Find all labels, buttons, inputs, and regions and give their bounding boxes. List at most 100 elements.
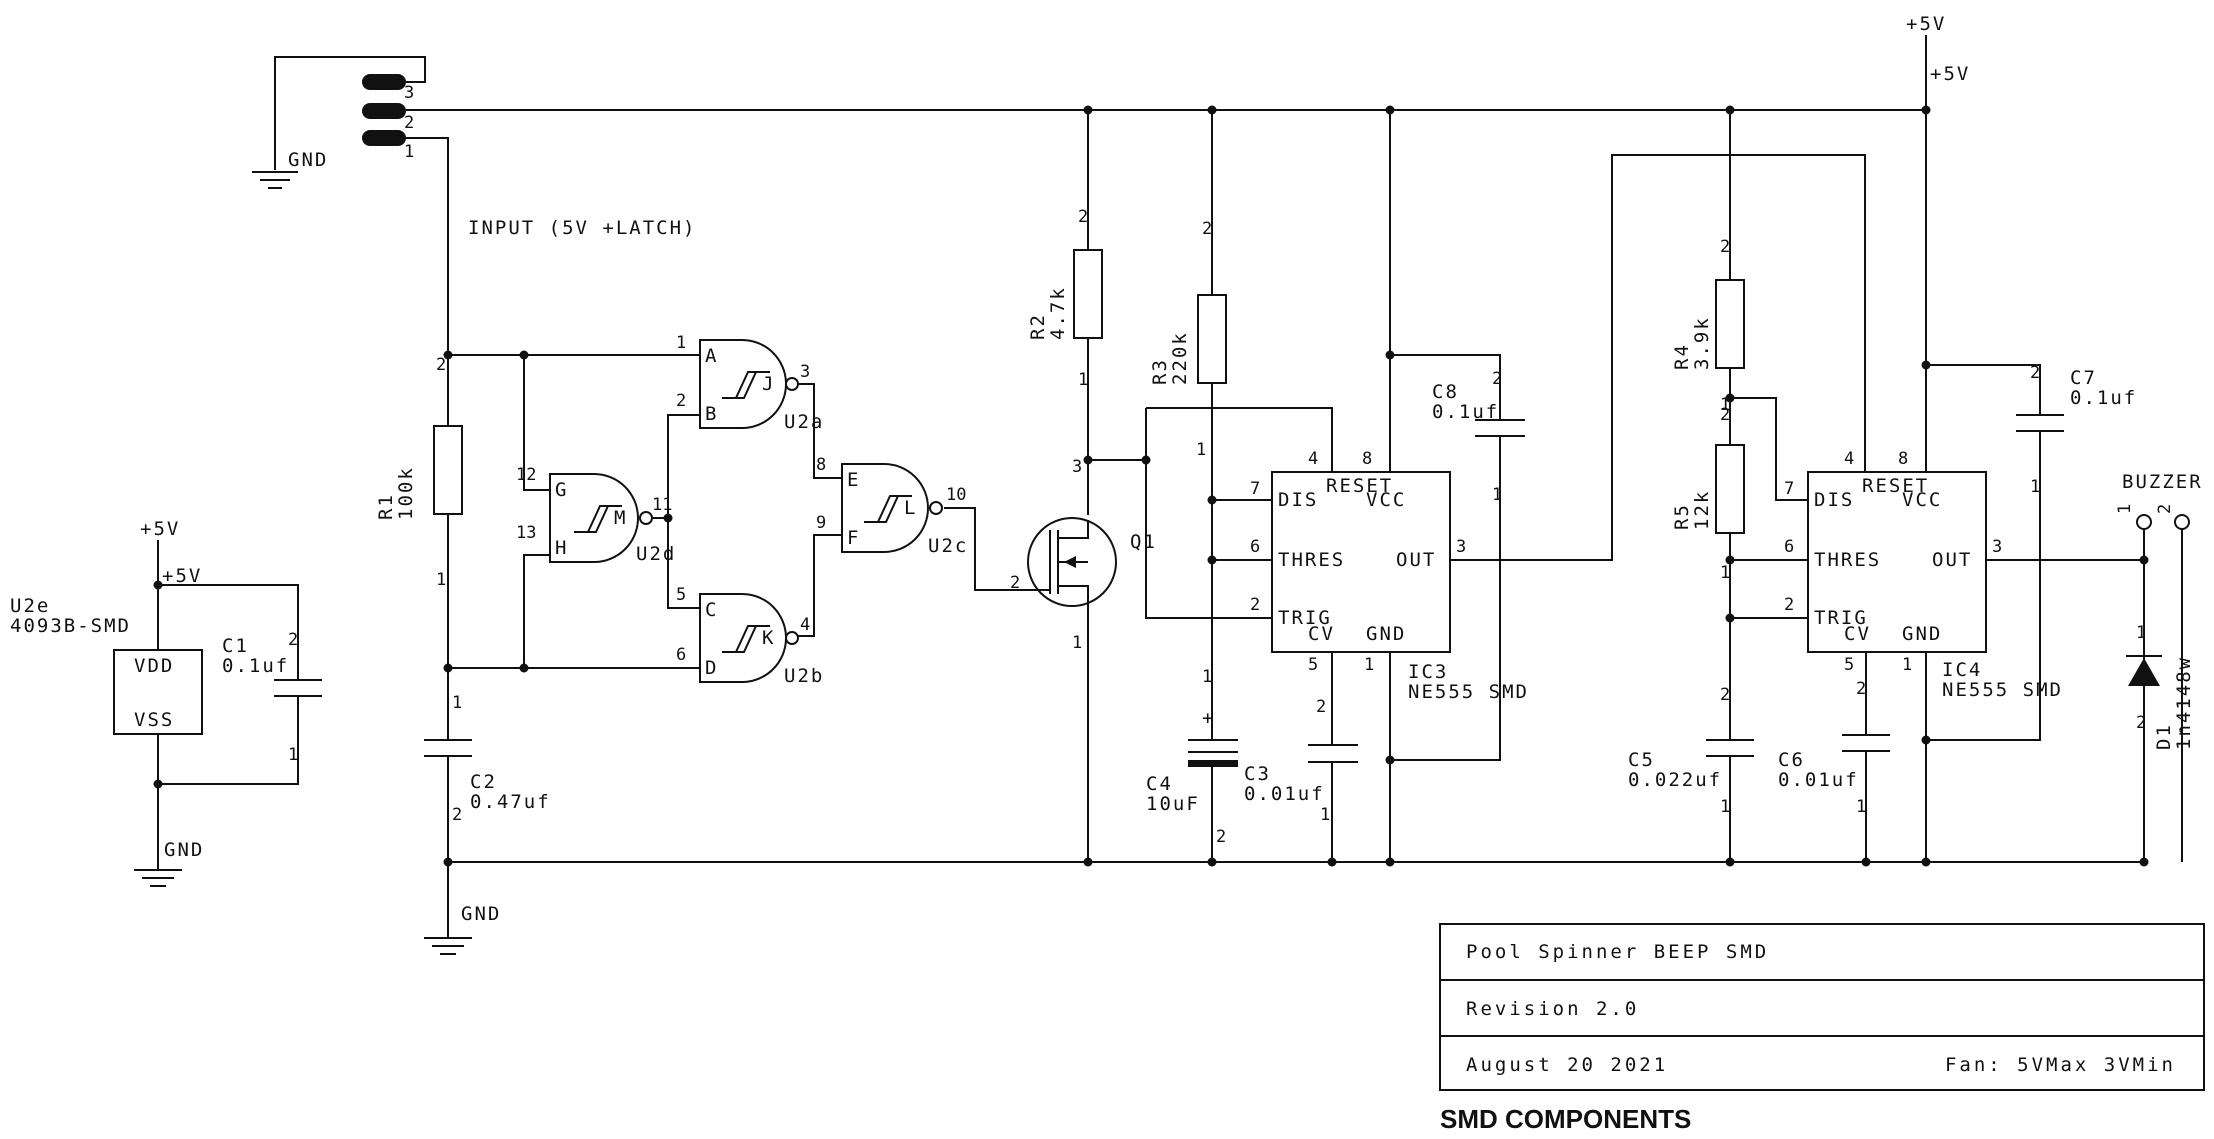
svg-text:6: 6: [1250, 537, 1260, 557]
ic4-vcc: VCC: [1902, 489, 1942, 511]
connector-pin-1: 1: [404, 142, 414, 162]
r1-resistor: [433, 425, 463, 515]
ic4-thres: THRES: [1814, 549, 1881, 571]
svg-text:2: 2: [1720, 237, 1730, 257]
c7-capacitor: [2016, 414, 2064, 432]
ic4-reset: RESET: [1862, 475, 1929, 497]
svg-text:7: 7: [1784, 479, 1794, 499]
svg-text:5: 5: [1844, 655, 1854, 675]
svg-text:1: 1: [1320, 805, 1330, 825]
ic3-out: OUT: [1396, 549, 1436, 571]
c6-value: 0.01uf: [1778, 769, 1859, 791]
svg-text:4: 4: [1308, 449, 1318, 469]
svg-text:2: 2: [676, 391, 686, 411]
ic4-trig: TRIG: [1814, 607, 1868, 629]
svg-text:2: 2: [1010, 573, 1020, 593]
svg-text:4: 4: [800, 615, 810, 635]
r2-ref: R2: [1027, 313, 1049, 340]
ic4-gnd: GND: [1902, 623, 1942, 645]
svg-text:2: 2: [2030, 363, 2040, 383]
ic4-out: OUT: [1932, 549, 1972, 571]
u2e-vss: VSS: [134, 709, 174, 731]
ic3-cv: CV: [1308, 623, 1335, 645]
svg-text:2: 2: [1856, 679, 1866, 699]
gate-u2c: E F L U2c: [841, 463, 966, 557]
svg-text:1: 1: [2136, 623, 2146, 643]
c5-value: 0.022uf: [1628, 769, 1722, 791]
svg-text:2: 2: [452, 805, 462, 825]
d1-diode: [2126, 655, 2162, 686]
c4-capacitor: [1188, 739, 1238, 753]
u2e-ref: U2e: [10, 595, 50, 617]
smd-components-note: SMD COMPONENTS: [1440, 1104, 1691, 1134]
svg-text:7: 7: [1250, 479, 1260, 499]
c7-value: 0.1uf: [2070, 387, 2137, 409]
title-block-date: August 20 2021: [1466, 1054, 1668, 1076]
svg-text:10: 10: [946, 485, 966, 505]
title-block-title: Pool Spinner BEEP SMD: [1466, 941, 1769, 963]
svg-text:5: 5: [1308, 655, 1318, 675]
svg-text:2: 2: [1078, 207, 1088, 227]
junction-dots: [153, 105, 2149, 867]
svg-text:13: 13: [516, 523, 536, 543]
r5-resistor: [1715, 444, 1745, 534]
input-label: INPUT (5V +LATCH): [468, 217, 696, 239]
svg-text:8: 8: [816, 455, 826, 475]
svg-text:2: 2: [1216, 827, 1226, 847]
svg-text:2: 2: [1492, 369, 1502, 389]
c7-ref: C7: [2070, 367, 2097, 389]
svg-text:1: 1: [676, 333, 686, 353]
r1-ref: R1: [375, 493, 397, 520]
svg-text:2: 2: [436, 355, 446, 375]
main-ground-symbol: [424, 937, 472, 955]
ic3-vcc: VCC: [1366, 489, 1406, 511]
u2e-block: [113, 649, 203, 735]
title-block-revision: Revision 2.0: [1466, 998, 1639, 1020]
u2b-in1: C: [705, 599, 718, 621]
u2b-in2: D: [705, 657, 718, 679]
svg-text:6: 6: [1784, 537, 1794, 557]
svg-text:2: 2: [1720, 405, 1730, 425]
c3-capacitor: [1308, 744, 1358, 763]
svg-text:1: 1: [1202, 667, 1212, 687]
input-connector: 3 2 1: [362, 74, 414, 162]
u2e-part: 4093B-SMD: [10, 615, 131, 637]
connector-pin-2: 2: [404, 113, 414, 133]
svg-text:1: 1: [1364, 655, 1374, 675]
ic3-ref: IC3: [1408, 661, 1448, 683]
title-block-fan: Fan: 5VMax 3VMin: [1945, 1054, 2176, 1076]
svg-text:1: 1: [1856, 797, 1866, 817]
svg-text:3: 3: [1992, 537, 2002, 557]
svg-text:8: 8: [1898, 449, 1908, 469]
svg-text:1: 1: [2030, 477, 2040, 497]
r4-resistor: [1715, 279, 1745, 369]
svg-text:1: 1: [1720, 797, 1730, 817]
connector-pin-3: 3: [404, 83, 414, 103]
c3-value: 0.01uf: [1244, 783, 1325, 805]
r3-value: 220k: [1169, 331, 1191, 385]
d1-ref: D1: [2153, 723, 2175, 750]
title-block: Pool Spinner BEEP SMD Revision 2.0 Augus…: [1439, 923, 2205, 1091]
u2e-ground-symbol: [134, 869, 182, 887]
u2d-name: M: [614, 507, 627, 529]
u2c-in1: E: [847, 469, 860, 491]
svg-text:1: 1: [1720, 395, 1730, 415]
r3-resistor: [1197, 294, 1227, 384]
u2a-in1: A: [705, 345, 718, 367]
q1-ref: Q1: [1130, 531, 1157, 553]
connector-ground-symbol: [252, 171, 298, 189]
svg-text:6: 6: [676, 645, 686, 665]
r4-value: 3.9k: [1691, 316, 1713, 370]
svg-text:2: 2: [1250, 595, 1260, 615]
svg-text:1: 1: [436, 570, 446, 590]
svg-text:1: 1: [288, 745, 298, 765]
gate-u2a: A B J U2a: [699, 339, 824, 433]
svg-text:2: 2: [2136, 713, 2146, 733]
svg-text:1: 1: [1196, 440, 1206, 460]
u2e-top-label: +5V: [140, 518, 180, 540]
svg-text:2: 2: [1784, 595, 1794, 615]
svg-text:1: 1: [1492, 485, 1502, 505]
u2e-vdd: VDD: [134, 655, 174, 677]
u2a-ref: U2a: [784, 411, 824, 433]
c1-value: 0.1uf: [222, 655, 289, 677]
